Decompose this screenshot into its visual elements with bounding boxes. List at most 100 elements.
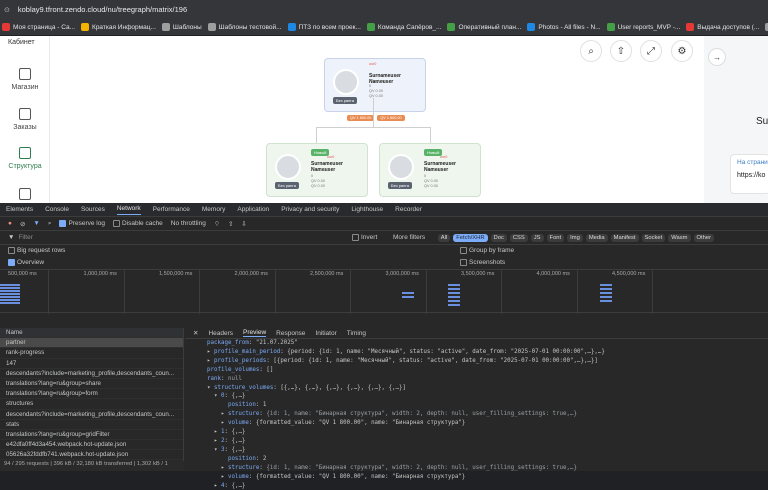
sidebar-item-orders[interactable]: Заказы bbox=[0, 108, 50, 131]
type-filter-chip[interactable]: Fetch/XHR bbox=[453, 234, 487, 242]
close-icon[interactable]: ✕ bbox=[193, 329, 198, 337]
big-request-checkbox[interactable]: Big request rows bbox=[8, 247, 65, 254]
devtools-tab[interactable]: Recorder bbox=[395, 206, 422, 213]
type-filter-chip[interactable]: CSS bbox=[510, 234, 528, 242]
expand-button[interactable]: ⤢ bbox=[640, 40, 662, 62]
site-info-icon[interactable]: ⊙ bbox=[4, 6, 10, 14]
json-line[interactable]: ▸ profile_main_period: {period: {id: 1, … bbox=[207, 348, 768, 357]
json-line[interactable]: ▸ 2: {,…} bbox=[207, 437, 768, 446]
overview-checkbox[interactable]: Overview bbox=[8, 259, 44, 266]
preview-tab[interactable]: Response bbox=[276, 330, 305, 337]
request-row[interactable]: structures bbox=[0, 399, 183, 409]
bookmark-item[interactable]: Моя страница - Са... bbox=[2, 23, 75, 31]
json-line[interactable]: ▸ structure: {id: 1, name: "Бинарная стр… bbox=[207, 410, 768, 419]
preview-tab[interactable]: Preview bbox=[243, 329, 266, 337]
group-frame-checkbox[interactable]: Group by frame bbox=[460, 247, 514, 254]
settings-button[interactable]: ⚙ bbox=[671, 40, 693, 62]
name-column-header[interactable]: Name bbox=[0, 328, 183, 338]
type-filter-chip[interactable]: JS bbox=[531, 234, 544, 242]
sidebar-item-shop[interactable]: Магазин bbox=[0, 68, 50, 91]
type-filter-chip[interactable]: Media bbox=[586, 234, 608, 242]
preview-tab[interactable]: Initiator bbox=[315, 330, 336, 337]
disable-cache-checkbox[interactable]: Disable cache bbox=[113, 220, 163, 227]
devtools-tab[interactable]: Performance bbox=[153, 206, 190, 213]
request-row[interactable]: rank-progress bbox=[0, 348, 183, 358]
request-row[interactable]: stats bbox=[0, 420, 183, 430]
share-button[interactable]: ⇧ bbox=[610, 40, 632, 62]
json-line[interactable]: rank: null bbox=[207, 375, 768, 384]
filter-icon[interactable]: ▼ bbox=[33, 220, 39, 227]
json-line[interactable]: ▸ structure: {id: 1, name: "Бинарная стр… bbox=[207, 464, 768, 473]
type-filter-chip[interactable]: Font bbox=[547, 234, 565, 242]
devtools-tab[interactable]: Network bbox=[117, 205, 141, 215]
download-icon[interactable]: ⇩ bbox=[241, 220, 246, 228]
request-row[interactable]: descendants?include=marketing_profile,de… bbox=[0, 410, 183, 420]
sidebar-item-more[interactable] bbox=[0, 188, 50, 203]
json-line[interactable]: ▸ profile_periods: [{period: {id: 1, nam… bbox=[207, 357, 768, 366]
type-filter-chip[interactable]: Wasm bbox=[668, 234, 690, 242]
type-filter-chip[interactable]: All bbox=[438, 234, 450, 242]
request-row[interactable]: translations?lang=ru&group=gridFilter bbox=[0, 430, 183, 440]
bookmark-item[interactable]: User reports_MVP -... bbox=[607, 23, 681, 31]
upload-icon[interactable]: ⇧ bbox=[228, 220, 233, 228]
tree-canvas[interactable]: Без ранга usr0 Surnameuser Nameuser Prem… bbox=[50, 36, 704, 203]
preview-tab[interactable]: Headers bbox=[208, 330, 233, 337]
filter-input[interactable]: Filter bbox=[18, 234, 32, 241]
search-icon[interactable]: ⌕ bbox=[48, 220, 52, 228]
devtools-tab[interactable]: Lighthouse bbox=[351, 206, 383, 213]
record-icon[interactable]: ● bbox=[8, 220, 12, 227]
json-preview[interactable]: package_from: "21.07.2025"▸ profile_main… bbox=[185, 339, 768, 490]
json-line[interactable]: ▾ 3: {,…} bbox=[207, 446, 768, 455]
bookmark-item[interactable]: Краткая Информац... bbox=[81, 23, 156, 31]
request-row[interactable]: translations?lang=ru&group=form bbox=[0, 389, 183, 399]
devtools-tab[interactable]: Privacy and security bbox=[281, 206, 339, 213]
bookmark-item[interactable]: Шаблоны тестовой... bbox=[208, 23, 282, 31]
bookmark-item[interactable]: Команда Сапёров_... bbox=[367, 23, 442, 31]
request-row[interactable]: 147 bbox=[0, 359, 183, 369]
request-row[interactable]: descendants?include=marketing_profile,de… bbox=[0, 369, 183, 379]
throttle-select[interactable]: No throttling bbox=[171, 220, 206, 227]
preserve-log-checkbox[interactable]: Preserve log bbox=[59, 220, 105, 227]
request-row[interactable]: partner bbox=[0, 338, 183, 348]
tree-node-right[interactable]: Без ранга Новый usr0 Surnameuser Nameuse… bbox=[379, 143, 481, 197]
type-filter-chip[interactable]: Manifest bbox=[611, 234, 639, 242]
type-filter-chip[interactable]: Socket bbox=[642, 234, 666, 242]
type-filter-chip[interactable]: Img bbox=[567, 234, 583, 242]
bookmark-item[interactable]: Выдача доступов (... bbox=[686, 23, 759, 31]
type-filter-chip[interactable]: Other bbox=[694, 234, 715, 242]
invert-checkbox[interactable]: Invert bbox=[352, 234, 377, 241]
request-row[interactable]: translations?lang=ru&group=share bbox=[0, 379, 183, 389]
devtools-tab[interactable]: Elements bbox=[6, 206, 33, 213]
devtools-tab[interactable]: Memory bbox=[202, 206, 225, 213]
screenshots-checkbox[interactable]: Screenshots bbox=[460, 259, 505, 266]
bookmark-item[interactable]: ПТЗ по всем проек... bbox=[288, 23, 361, 31]
bookmark-item[interactable]: Шаблоны bbox=[162, 23, 202, 31]
bookmark-item[interactable]: Photos - All files - N... bbox=[527, 23, 600, 31]
json-line[interactable]: position: 2 bbox=[207, 455, 768, 464]
bookmark-item[interactable]: Оперативный план... bbox=[447, 23, 521, 31]
devtools-tab[interactable]: Sources bbox=[81, 206, 105, 213]
json-line[interactable]: ▸ volume: {formatted_value: "QV 1 800.00… bbox=[207, 419, 768, 428]
request-row[interactable]: 05626a32fddfb741.webpack.hot-update.json bbox=[0, 450, 183, 460]
type-filter-chip[interactable]: Doc bbox=[491, 234, 507, 242]
wifi-icon[interactable]: ⌔ bbox=[214, 219, 220, 228]
devtools-tab[interactable]: Console bbox=[45, 206, 69, 213]
devtools-tab[interactable]: Application bbox=[237, 206, 269, 213]
more-filters-dropdown[interactable]: More filters bbox=[393, 234, 425, 241]
json-line[interactable]: ▾ structure_volumes: [{,…}, {,…}, {,…}, … bbox=[207, 384, 768, 393]
tree-node-left[interactable]: Без ранга Новый usr0 Surnameuser Nameuse… bbox=[266, 143, 368, 197]
next-button[interactable]: → bbox=[708, 48, 726, 66]
address-bar[interactable]: ⊙ koblay9.tfront.zendo.cloud/nu/treegrap… bbox=[0, 2, 768, 17]
json-line[interactable]: ▸ 4: {,…} bbox=[207, 482, 768, 490]
request-row[interactable]: e42dfa0ff4d3a454.webpack.hot-update.json bbox=[0, 440, 183, 450]
url-text[interactable]: koblay9.tfront.zendo.cloud/nu/treegraph/… bbox=[18, 5, 187, 14]
json-line[interactable]: ▾ 0: {,…} bbox=[207, 392, 768, 401]
json-line[interactable]: profile_volumes: [] bbox=[207, 366, 768, 375]
json-line[interactable]: package_from: "21.07.2025" bbox=[207, 339, 768, 348]
clear-icon[interactable]: ⊘ bbox=[20, 220, 25, 228]
sidebar-item-structure[interactable]: Структура bbox=[0, 147, 50, 170]
preview-tab[interactable]: Timing bbox=[347, 330, 366, 337]
json-line[interactable]: ▸ 1: {,…} bbox=[207, 428, 768, 437]
tree-node-root[interactable]: Без ранга usr0 Surnameuser Nameuser Prem… bbox=[324, 58, 426, 112]
